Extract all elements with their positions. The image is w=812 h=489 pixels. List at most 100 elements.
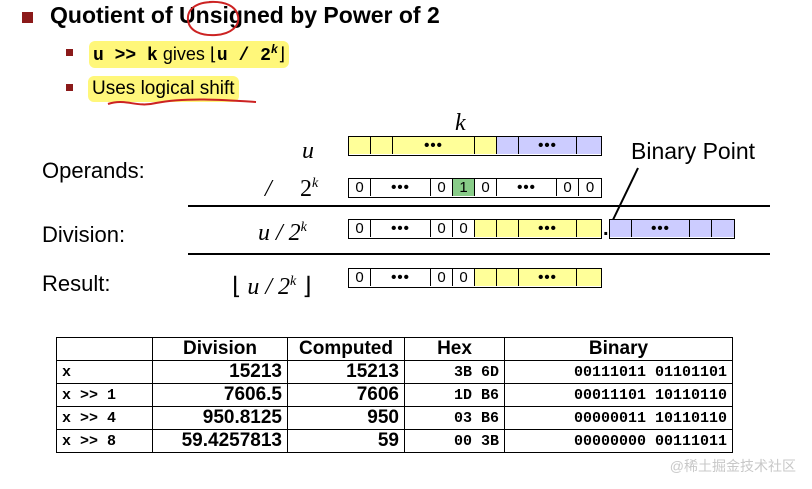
separator-line-2 — [188, 253, 770, 255]
formula-exponent: k — [270, 43, 279, 57]
pow-base: 2 — [300, 176, 312, 202]
bit-cell — [497, 220, 519, 237]
u-bitfield: ••• ••• — [348, 136, 602, 156]
bit-cell — [475, 269, 497, 286]
bit-cell — [475, 220, 497, 237]
bullet-2: Uses logical shift — [88, 76, 239, 102]
pow-exp: k — [312, 176, 319, 191]
bit-cell-dots: ••• — [497, 179, 557, 196]
bit-0: 0 — [349, 179, 371, 196]
division-label: Division: — [42, 222, 126, 247]
separator-line-1 — [188, 205, 770, 207]
bit-cell-dots: ••• — [393, 137, 475, 154]
bullet-2-marker — [66, 84, 73, 91]
bit-cell-dots: ••• — [632, 220, 690, 237]
floor-left: ⌊ — [209, 44, 217, 64]
bullet-1-marker — [66, 49, 73, 56]
title-circled-text: Uns — [179, 2, 223, 28]
result-floor-right: ⌋ — [302, 274, 312, 300]
table-row: x >> 4 950.8125 950 03 B6 00000011 10110… — [56, 406, 733, 430]
table-row: x 15213 15213 3B 6D 00111011 01101101 — [56, 360, 733, 384]
bit-cell — [577, 220, 601, 237]
result-floor-left: ⌊ — [232, 274, 242, 300]
fraction-bitfield: ••• — [609, 219, 735, 239]
k-label: k — [455, 110, 466, 136]
bit-cell-dots: ••• — [519, 269, 577, 286]
expr-cell: x >> 4 — [56, 406, 153, 430]
hex-cell: 03 B6 — [404, 406, 505, 430]
table-row: x >> 1 7606.5 7606 1D B6 00011101 101101… — [56, 383, 733, 407]
division-cell: 7606.5 — [152, 383, 288, 407]
bit-0: 0 — [431, 269, 453, 286]
bit-cell-dots: ••• — [371, 220, 431, 237]
bit-0: 0 — [431, 179, 453, 196]
table-header-expr — [56, 337, 153, 361]
red-underline-annotation — [107, 98, 257, 106]
bit-cell — [690, 220, 712, 237]
division-bitfield: 0 ••• 0 0 ••• — [348, 219, 602, 239]
bit-cell — [712, 220, 734, 237]
watermark: @稀土掘金技术社区 — [669, 458, 796, 474]
computed-cell: 15213 — [287, 360, 405, 384]
bit-cell — [497, 137, 519, 154]
table-header-row: Division Computed Hex Binary — [56, 337, 733, 361]
hex-cell: 00 3B — [404, 429, 505, 453]
computed-cell: 59 — [287, 429, 405, 453]
computed-cell: 950 — [287, 406, 405, 430]
bit-0: 0 — [475, 179, 497, 196]
shift-results-table: Division Computed Hex Binary x 15213 152… — [56, 337, 733, 453]
bit-cell — [497, 269, 519, 286]
bit-cell — [610, 220, 632, 237]
bit-cell-dots: ••• — [519, 220, 577, 237]
bullet-1: u >> k gives ⌊u / 2k⌋ — [89, 41, 290, 68]
bit-0: 0 — [431, 220, 453, 237]
bullet-1-text: gives — [157, 44, 210, 64]
division-cell: 15213 — [152, 360, 288, 384]
pow2k-bitfield: 0 ••• 0 1 0 ••• 0 0 — [348, 178, 602, 198]
slide-title: Quotient of Unsigned by Power of 2 — [50, 2, 440, 29]
binary-point-label: Binary Point — [631, 138, 756, 164]
binary-cell: 00000000 00111011 — [504, 429, 733, 453]
result-label: Result: — [42, 271, 111, 296]
bit-cell-dots: ••• — [371, 179, 431, 196]
binary-cell: 00011101 10110110 — [504, 383, 733, 407]
binary-cell: 00111011 01101101 — [504, 360, 733, 384]
bit-cell — [371, 137, 393, 154]
binary-cell: 00000011 10110110 — [504, 406, 733, 430]
pow2k-label: 2k — [300, 176, 318, 203]
division-expr-label: u / 2k — [258, 220, 307, 247]
div-expr-base: u / 2 — [258, 220, 301, 246]
bit-cell — [577, 137, 601, 154]
bit-0: 0 — [453, 269, 475, 286]
hex-cell: 1D B6 — [404, 383, 505, 407]
bit-cell — [475, 137, 497, 154]
expr-cell: x — [56, 360, 153, 384]
division-cell: 950.8125 — [152, 406, 288, 430]
bit-cell-dots: ••• — [371, 269, 431, 286]
bit-1: 1 — [453, 179, 475, 196]
result-expr-label: ⌊ u / 2k ⌋ — [232, 272, 312, 301]
red-circle-annotation — [186, 0, 240, 37]
table-header-division: Division — [152, 337, 288, 361]
bit-0: 0 — [349, 269, 371, 286]
result-bitfield: 0 ••• 0 0 ••• — [348, 268, 602, 288]
expr-cell: x >> 8 — [56, 429, 153, 453]
table-header-binary: Binary — [504, 337, 733, 361]
expr-cell: x >> 1 — [56, 383, 153, 407]
operands-label: Operands: — [42, 158, 145, 183]
bit-cell — [577, 269, 601, 286]
title-suffix: igned by Power of 2 — [222, 2, 440, 28]
bit-0: 0 — [579, 179, 601, 196]
binary-point-arrow — [609, 167, 639, 227]
binary-point-dot: . — [603, 218, 609, 240]
u-label: u — [302, 138, 314, 164]
divide-symbol: / — [265, 176, 272, 202]
table-row: x >> 8 59.4257813 59 00 3B 00000000 0011… — [56, 429, 733, 453]
computed-cell: 7606 — [287, 383, 405, 407]
table-header-computed: Computed — [287, 337, 405, 361]
floor-right: ⌋ — [278, 44, 286, 64]
division-cell: 59.4257813 — [152, 429, 288, 453]
bit-0: 0 — [557, 179, 579, 196]
hex-cell: 3B 6D — [404, 360, 505, 384]
div-expr-exp: k — [300, 220, 307, 235]
